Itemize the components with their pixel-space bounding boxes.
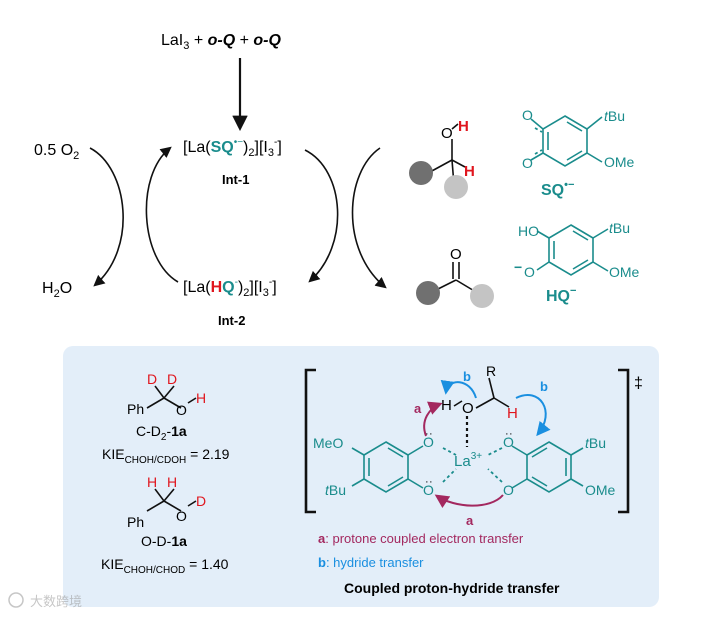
- svg-text:OMe: OMe: [585, 482, 616, 498]
- hq-structure: HO O − tBu OMe HQ−: [514, 220, 640, 305]
- svg-text:OMe: OMe: [609, 264, 640, 280]
- svg-text:a: a: [414, 401, 422, 416]
- svg-text:OMe: OMe: [604, 154, 635, 170]
- svg-text:O: O: [522, 107, 533, 123]
- svg-text:O: O: [450, 246, 462, 263]
- arrow-a-bottom: [434, 494, 504, 509]
- svg-text:·: ·: [425, 428, 429, 440]
- svg-text:b: b: [540, 379, 548, 394]
- ts-right-ligand: O O tBu OMe · ·: [503, 428, 616, 498]
- svg-text:HO: HO: [518, 223, 539, 239]
- svg-text:H: H: [464, 163, 475, 180]
- sq-structure: O O tBu OMe SQ•−: [522, 107, 635, 199]
- int1-name: Int-1: [222, 172, 249, 187]
- reagents-line: LaI3 + o-Q + o-Q: [161, 32, 281, 52]
- svg-text:D: D: [147, 371, 157, 387]
- svg-text:MeO: MeO: [313, 435, 343, 451]
- svg-text:·: ·: [429, 428, 433, 440]
- cycle-arrow-left-up: [145, 146, 179, 283]
- cd2-structure: Ph D D O H: [127, 371, 206, 418]
- svg-text:Ph: Ph: [127, 514, 144, 530]
- svg-text:tBu: tBu: [585, 435, 606, 451]
- watermark: 大数跨境: [8, 592, 82, 610]
- ts-bracket-left: [304, 368, 316, 514]
- svg-text:R: R: [486, 363, 496, 379]
- svg-text:O: O: [423, 482, 434, 498]
- od-structure: Ph H H O D: [127, 474, 206, 530]
- oxygen-label: 0.5 O2: [34, 142, 79, 162]
- svg-text:−: −: [514, 259, 522, 275]
- int2-name: Int-2: [218, 313, 245, 328]
- od-kie: KIECHOH/CHOD = 1.40: [101, 556, 229, 576]
- alcohol-substrate: O H H: [409, 118, 475, 199]
- od-name: O-D-1a: [141, 533, 187, 549]
- arrow-b-top: [440, 379, 477, 399]
- svg-text:H: H: [441, 397, 452, 414]
- svg-text:D: D: [167, 371, 177, 387]
- svg-text:b: b: [463, 369, 471, 384]
- ts-alcohol: H O R H: [441, 363, 518, 447]
- svg-text:H: H: [167, 474, 177, 490]
- svg-text:HQ−: HQ−: [546, 285, 576, 305]
- cycle-arrow-substrate: [351, 147, 387, 289]
- ts-la: La3+: [454, 451, 482, 470]
- cd2-kie: KIECHOH/CDOH = 2.19: [102, 446, 230, 466]
- ketone-product: O: [416, 246, 494, 308]
- svg-text:·: ·: [505, 428, 509, 440]
- cycle-arrow-right-down: [304, 149, 339, 283]
- arrow-a-left: [423, 401, 443, 437]
- svg-text:O: O: [176, 402, 187, 418]
- svg-text:O: O: [524, 264, 535, 280]
- svg-text:tBu: tBu: [609, 220, 630, 236]
- svg-text:O: O: [462, 400, 474, 417]
- int2-formula: [La(HQ-)2][I3-]: [183, 277, 277, 299]
- cd2-name: C-D2-1a: [136, 423, 187, 443]
- svg-text:H: H: [507, 405, 518, 422]
- ts-bracket-right: [618, 368, 630, 514]
- svg-text:O: O: [423, 434, 434, 450]
- legend-a: a: protone coupled electron transfer: [318, 531, 524, 546]
- int1-formula: [La(SQ•−)2][I3-]: [183, 137, 282, 159]
- ts-left-ligand: O O MeO tBu · · · ·: [313, 428, 434, 498]
- svg-text:·: ·: [509, 428, 513, 440]
- svg-text:O: O: [176, 508, 187, 524]
- svg-text:O: O: [522, 155, 533, 171]
- svg-text:H: H: [147, 474, 157, 490]
- svg-text:Ph: Ph: [127, 401, 144, 417]
- svg-text:O: O: [503, 482, 514, 498]
- mechanism-panel: [63, 346, 659, 607]
- svg-text:D: D: [196, 493, 206, 509]
- svg-text:a: a: [466, 513, 474, 528]
- svg-text:H: H: [196, 390, 206, 406]
- arrow-b-right: [515, 394, 551, 437]
- svg-text:tBu: tBu: [604, 108, 625, 124]
- svg-text:SQ•−: SQ•−: [541, 179, 574, 199]
- water-label: H2O: [42, 280, 72, 300]
- ts-caption: Coupled proton-hydride transfer: [344, 580, 560, 596]
- svg-text:·: ·: [425, 476, 429, 488]
- legend-b: b: hydride transfer: [318, 555, 424, 570]
- svg-text:大数跨境: 大数跨境: [30, 595, 82, 610]
- svg-text:tBu: tBu: [325, 482, 346, 498]
- ts-dagger: ‡: [634, 375, 643, 392]
- svg-text:O: O: [503, 434, 514, 450]
- svg-text:·: ·: [429, 476, 433, 488]
- svg-text:O: O: [441, 125, 453, 142]
- cycle-arrow-oxygen: [89, 147, 124, 287]
- svg-text:H: H: [458, 118, 469, 135]
